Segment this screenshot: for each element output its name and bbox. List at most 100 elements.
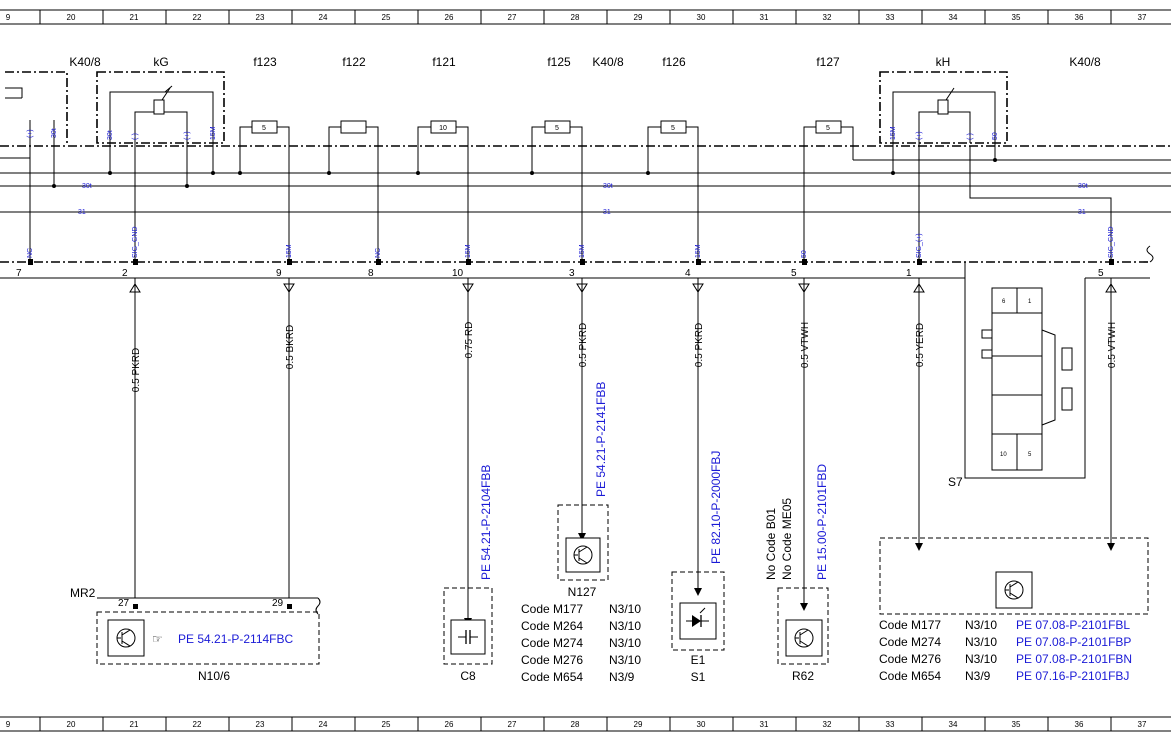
r62-note-1: No Code B01 (764, 508, 778, 580)
bus-lines: 30t 30t 30t 31 31 31 (0, 146, 1171, 262)
fuse-f121-rating: 10 (439, 125, 447, 132)
kh-pin-15m: 15M (890, 126, 897, 140)
bus-31-b: 31 (603, 209, 611, 216)
ref-e1[interactable]: PE 82.10-P-2000FBJ (709, 451, 723, 564)
ruler-top-21: 21 (130, 13, 139, 22)
n127-val-2: N3/10 (609, 636, 641, 650)
s1-label: S1 (691, 670, 706, 684)
e1-label: E1 (691, 653, 706, 667)
right-code-0: Code M177 (879, 618, 941, 632)
n127-component: N127 (557, 504, 609, 599)
fuse-f127: 5 (803, 120, 854, 160)
ref-r62[interactable]: PE 15.00-P-2101FBD (815, 464, 829, 580)
n127-val-4: N3/9 (609, 670, 635, 684)
fuse-f123: 5 (239, 120, 290, 143)
c8-component: C8 (443, 587, 493, 683)
left-pin-30t: 30t (51, 128, 58, 138)
label-f121: f121 (432, 55, 456, 69)
right-ref-3[interactable]: PE 07.16-P-2101FBJ (1016, 669, 1129, 683)
pin-sig-sig-gnd-a: SIG_GND (132, 226, 139, 258)
fuse-f127-rating: 5 (826, 125, 830, 132)
pin-num-1: 1 (906, 268, 912, 279)
r62-component: R62 (777, 587, 829, 683)
label-f125: f125 (547, 55, 571, 69)
ruler-top-36: 36 (1075, 13, 1084, 22)
s7-pin-1: 1 (1028, 299, 1032, 305)
fuse-f121: 10 (417, 120, 469, 143)
right-ref-2[interactable]: PE 07.08-P-2101FBN (1016, 652, 1132, 666)
ruler-bottom-36: 36 (1075, 720, 1084, 729)
pin-sig-15m-d: 15M (695, 244, 702, 258)
pin-num-7: 7 (16, 268, 22, 279)
r62-label: R62 (792, 669, 814, 683)
n127-code-1: Code M264 (521, 619, 583, 633)
fuse-f123-rating: 5 (262, 125, 266, 132)
right-ref-0[interactable]: PE 07.08-P-2101FBL (1016, 618, 1130, 632)
pin-sig-15m-b: 15M (465, 244, 472, 258)
ruler-bottom-20: 20 (67, 720, 76, 729)
pin-sig-50: 50 (801, 250, 808, 258)
n10-6-module: MR2 27 29 ☞ PE 54.21-P-2114FBC N10/6 (70, 586, 321, 683)
s7-pin-5: 5 (1028, 452, 1032, 458)
ruler-bottom-29: 29 (634, 720, 643, 729)
right-ref-1[interactable]: PE 07.08-P-2101FBP (1016, 635, 1131, 649)
wire-label-pin5: 0.5 VTWH (800, 322, 811, 368)
r62-note-2: No Code ME05 (780, 498, 794, 580)
kh-pin-plus: (+) (916, 131, 923, 140)
n127-val-0: N3/10 (609, 602, 641, 616)
pin-num-10: 10 (452, 268, 464, 279)
s7-switch: 6 1 10 5 S7 (948, 262, 1086, 489)
n127-label: N127 (568, 585, 597, 599)
kg-pin-minus: (-) (132, 133, 139, 140)
wire-label-pin10: 0.75 RD (464, 322, 475, 359)
ref-n127[interactable]: PE 54.21-P-2141FBB (594, 382, 608, 497)
ruler-bottom-32: 32 (823, 720, 832, 729)
pin-sig-15m-a: 15M (286, 244, 293, 258)
right-val-2: N3/10 (965, 652, 997, 666)
connector-pins: 7 NC 2 SIG_GND 9 15M 8 NC 10 15M 3 15M 4… (16, 226, 1115, 279)
ruler-bottom-22: 22 (193, 720, 202, 729)
right-val-0: N3/10 (965, 618, 997, 632)
label-k40-8-mid: K40/8 (592, 55, 624, 69)
pin-num-2: 2 (122, 268, 128, 279)
pin-num-5b: 5 (1098, 268, 1104, 279)
wire-label-pin9: 0.5 BKRD (285, 325, 296, 369)
top-labels: K40/8 kG f123 f122 f121 f125 K40/8 f126 … (69, 55, 1101, 69)
mr2-pin-29: 29 (272, 598, 284, 609)
ruler-bottom-30: 30 (697, 720, 706, 729)
pin-num-8: 8 (368, 268, 374, 279)
wire-label-pin4: 0.5 PKRD (694, 323, 705, 367)
ruler-top-29: 29 (634, 13, 643, 22)
kh-pin-50: 50 (992, 132, 999, 140)
right-code-3: Code M654 (879, 669, 941, 683)
pin-sig-nc-a: NC (27, 248, 34, 258)
s7-pin-10: 10 (1000, 452, 1007, 458)
n10-6-label: N10/6 (198, 669, 230, 683)
fuse-f126: 5 (647, 120, 699, 143)
right-val-1: N3/10 (965, 635, 997, 649)
ruler-top-22: 22 (193, 13, 202, 22)
ruler-bottom-27: 27 (508, 720, 517, 729)
ref-c8[interactable]: PE 54.21-P-2104FBB (479, 465, 493, 580)
bus-31-c: 31 (1078, 209, 1086, 216)
right-code-1: Code M274 (879, 635, 941, 649)
ruler-top-23: 23 (256, 13, 265, 22)
bus-30t-b: 30t (603, 183, 613, 190)
right-val-3: N3/9 (965, 669, 991, 683)
ruler-top-32: 32 (823, 13, 832, 22)
ref-n10-6[interactable]: PE 54.21-P-2114FBC (178, 632, 294, 646)
ruler-top-25: 25 (382, 13, 391, 22)
kg-relay: 30t (-) (+) 15M (96, 71, 225, 144)
pin-num-9: 9 (276, 268, 282, 279)
ruler-top-35: 35 (1012, 13, 1021, 22)
wire-label-pin3: 0.5 PKRD (578, 323, 589, 367)
kg-pin-15m: 15M (210, 126, 217, 140)
ruler-top-28: 28 (571, 13, 580, 22)
ruler-top-20: 20 (67, 13, 76, 22)
label-kh: kH (936, 55, 951, 69)
ruler-top-30: 30 (697, 13, 706, 22)
bottom-ruler: 9 20 21 22 23 24 25 26 27 28 29 30 31 32… (0, 716, 1171, 732)
s7-pin-6: 6 (1002, 299, 1006, 305)
s7-label: S7 (948, 475, 963, 489)
pin-sig-sig-plus: SIG_(+) (916, 233, 923, 258)
